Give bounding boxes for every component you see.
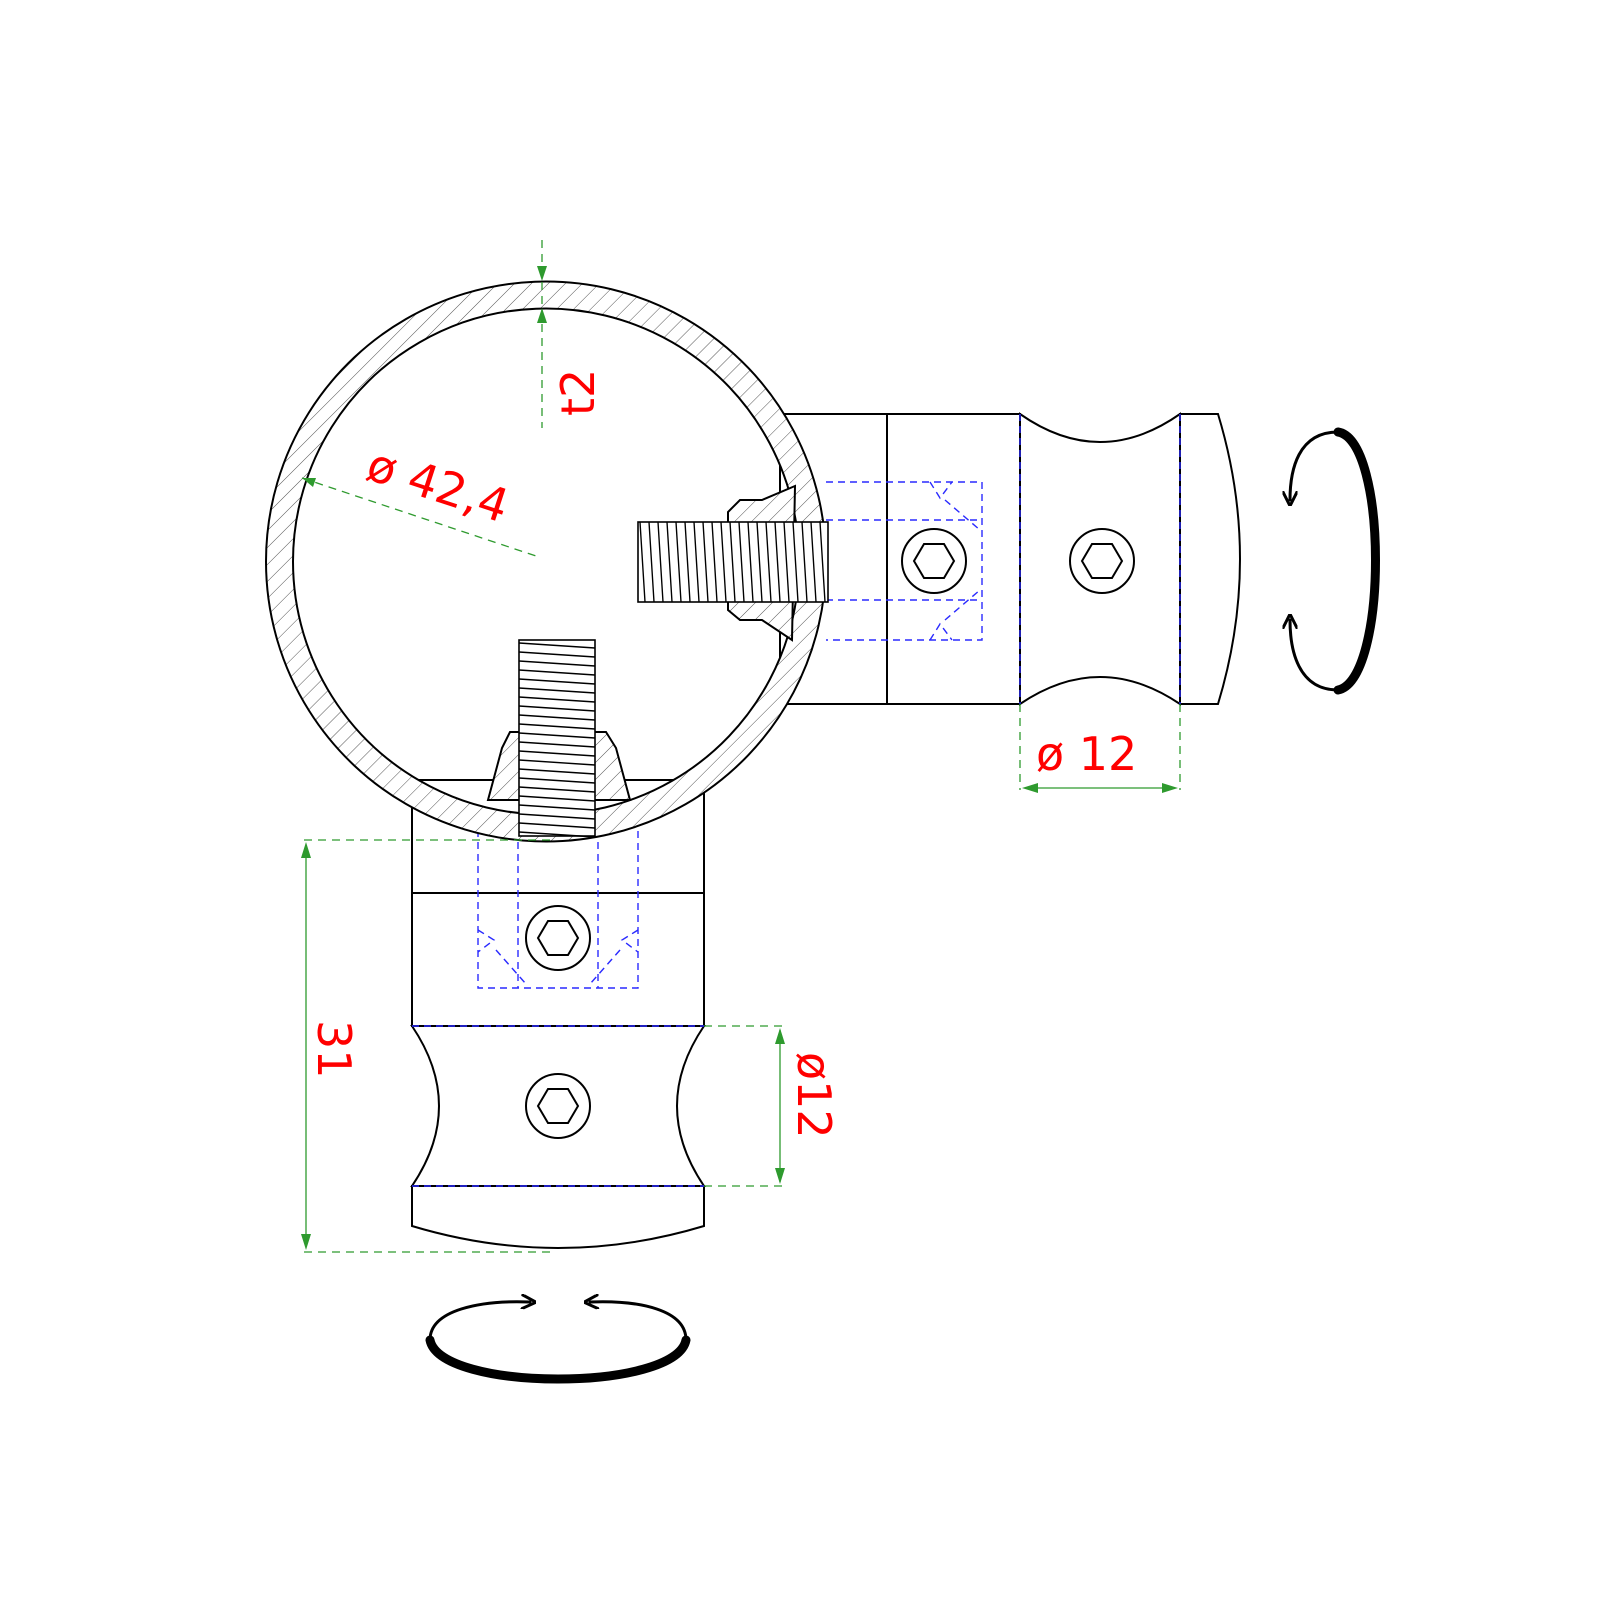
vertical-threaded-bolt [518, 639, 596, 838]
rotation-arrow-icon [425, 1302, 691, 1384]
hex-socket-screw-icon [525, 1073, 591, 1139]
tube-wall [265, 280, 827, 843]
arm-length-label: 31 [307, 1020, 361, 1079]
vertical-arm [410, 779, 706, 1249]
vertical-pin-end-cap [411, 1185, 705, 1249]
dimension-pin-diameter-vertical: ø12 [704, 1025, 841, 1187]
hex-socket-screw-icon [1069, 528, 1135, 594]
tube-diameter-label: ø 42,4 [361, 437, 516, 533]
hex-socket-screw-icon [901, 528, 967, 594]
wall-thickness-label: t2 [551, 369, 605, 416]
rotation-arrow-icon [1290, 427, 1380, 695]
pin-diameter-horizontal-label: ø 12 [1036, 727, 1137, 781]
pin-diameter-vertical-label: ø12 [787, 1052, 841, 1139]
dimension-tube-diameter: ø 42,4 [301, 437, 537, 557]
horizontal-pin-waist [1019, 412, 1181, 706]
dimension-pin-diameter-horizontal: ø 12 [1019, 704, 1181, 793]
horizontal-arm [779, 412, 1241, 706]
horizontal-pin-end-cap [1179, 413, 1241, 705]
tube-section [265, 280, 829, 843]
dimension-wall-thickness: t2 [537, 240, 605, 428]
vertical-pin-waist [410, 1025, 706, 1187]
dimension-arm-length: 31 [301, 839, 552, 1253]
hex-socket-screw-icon [525, 905, 591, 971]
horizontal-threaded-bolt [637, 521, 829, 603]
